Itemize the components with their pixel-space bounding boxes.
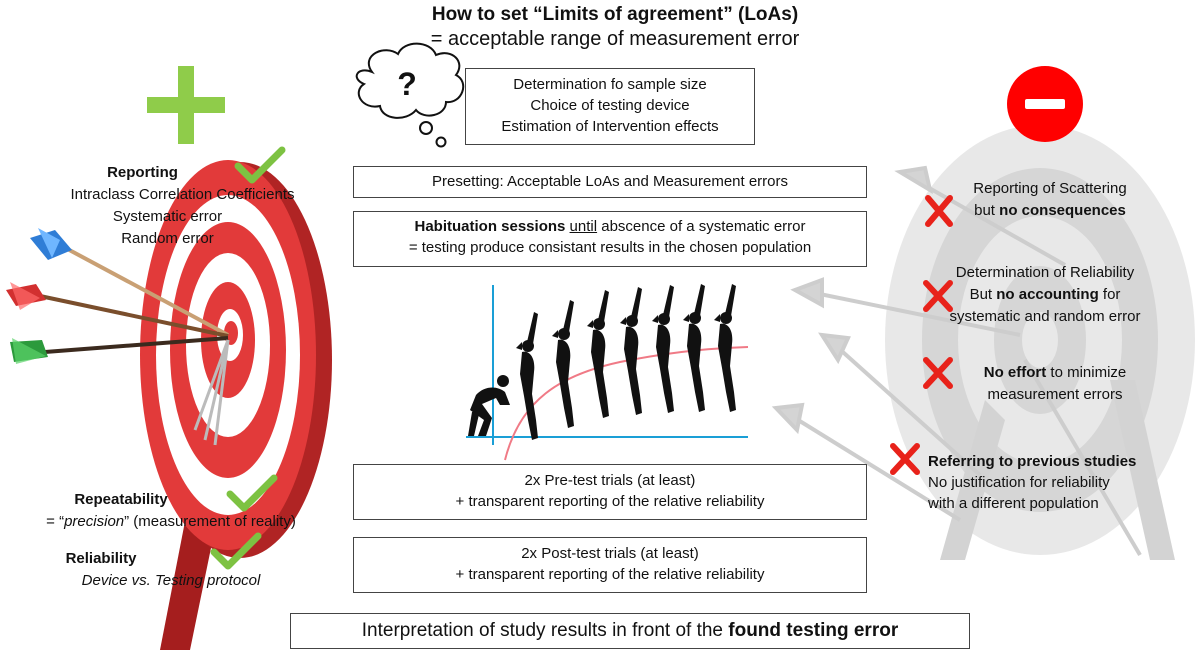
repeatability-prefix: = “ (46, 513, 65, 530)
jumper-silhouette-icon (652, 285, 674, 413)
cross-icon (923, 357, 953, 389)
jumper-silhouette-icon (587, 290, 609, 418)
reporting-item: Systematic error (112, 208, 223, 225)
right-item-line: with a different population (928, 495, 1099, 512)
question-item: Determination fo sample size (513, 76, 707, 93)
right-item-bold: No effort (983, 364, 1047, 381)
jumper-silhouette-icon (683, 284, 705, 412)
check-icon (210, 532, 262, 570)
right-item-line: for (1098, 286, 1121, 303)
posttest-box: 2x Post-test trials (at least) + transpa… (353, 537, 867, 593)
right-item-bold: no consequences (999, 202, 1126, 219)
right-item-line: to minimize (1046, 364, 1127, 381)
habituation-line2: = testing produce consistant results in … (408, 239, 812, 256)
reliability-block: Reliability Device vs. Testing protocol (6, 548, 346, 592)
question-item: Estimation of Intervention effects (501, 118, 719, 135)
presetting-text: Presetting: Acceptable LoAs and Measurem… (431, 173, 789, 190)
cross-icon (890, 443, 920, 475)
right-item-scattering: Reporting of Scattering but no consequen… (930, 178, 1170, 222)
pretest-line2: + transparent reporting of the relative … (455, 493, 765, 510)
check-icon (234, 146, 286, 184)
jumper-silhouette-icon (620, 287, 642, 415)
interpretation-bold: found testing error (728, 620, 899, 641)
reporting-item: Intraclass Correlation Coefficients (70, 186, 295, 203)
posttest-line2: + transparent reporting of the relative … (455, 566, 765, 583)
reporting-item: Random error (121, 230, 214, 247)
plus-icon (147, 66, 225, 144)
right-item-line: Determination of Reliability (955, 264, 1135, 281)
repeatability-suffix: ” (measurement of reality) (124, 513, 296, 530)
pretest-box: 2x Pre-test trials (at least) + transpar… (353, 464, 867, 520)
faded-target-icon (771, 125, 1195, 560)
reliability-heading: Reliability (65, 550, 137, 567)
check-icon (226, 474, 278, 512)
jumper-silhouette-icon (552, 300, 574, 428)
repeatability-precision: precision (64, 513, 125, 530)
reporting-block: Reporting Intraclass Correlation Coeffic… (30, 162, 335, 250)
question-item: Choice of testing device (530, 97, 690, 114)
right-item-effort: No effort to minimize measurement errors (955, 362, 1155, 406)
reliability-note: Device vs. Testing protocol (81, 572, 261, 589)
right-item-bold: no accounting (996, 286, 1099, 303)
diagram-subtitle: = acceptable range of measurement error (430, 28, 800, 50)
cross-icon (923, 280, 953, 312)
repeatability-heading: Repeatability (74, 491, 168, 508)
right-item-line: systematic and random error (949, 308, 1141, 325)
thought-cloud-icon (355, 42, 465, 148)
question-mark: ? (397, 66, 417, 102)
jumper-silhouette-icon (516, 284, 736, 440)
target-icon (39, 160, 332, 650)
habituation-heading: Habituation sessions (414, 218, 566, 235)
pretest-line1: 2x Pre-test trials (at least) (524, 472, 696, 489)
right-item-reliability: Determination of Reliability But no acco… (925, 262, 1165, 328)
arrow-icon (6, 282, 46, 310)
right-item-bold: Referring to previous studies (928, 453, 1137, 470)
right-item-line: But (969, 286, 997, 303)
diagram-title: How to set “Limits of agreement” (LoAs) (431, 4, 799, 25)
jumper-silhouette-icon (714, 284, 736, 412)
right-item-line: Reporting of Scattering (973, 180, 1127, 197)
right-item-line: but (974, 202, 1000, 219)
habituation-box: Habituation sessions until abscence of a… (353, 211, 867, 267)
right-item-line: No justification for reliability (928, 474, 1110, 491)
jump-chart (466, 285, 749, 461)
arrow-icon (10, 338, 48, 364)
interpretation-text: Interpretation of study results in front… (361, 620, 729, 641)
jumper-silhouette-icon (516, 312, 538, 440)
reporting-heading: Reporting (107, 164, 178, 181)
minus-icon (1007, 66, 1083, 142)
habituation-until: until (569, 218, 598, 235)
presetting-box: Presetting: Acceptable LoAs and Measurem… (353, 166, 867, 198)
arrow-icon (30, 228, 72, 260)
habituation-rest: abscence of a systematic error (597, 218, 806, 235)
jumper-silhouette-icon (468, 375, 510, 436)
right-item-previous: Referring to previous studies No justifi… (928, 451, 1178, 514)
right-item-line: measurement errors (987, 386, 1123, 403)
cross-icon (925, 195, 953, 227)
repeatability-block: Repeatability = “precision” (measurement… (6, 489, 336, 533)
questions-box: Determination fo sample size Choice of t… (465, 68, 755, 145)
interpretation-box: Interpretation of study results in front… (290, 613, 970, 649)
posttest-line1: 2x Post-test trials (at least) (521, 545, 699, 562)
